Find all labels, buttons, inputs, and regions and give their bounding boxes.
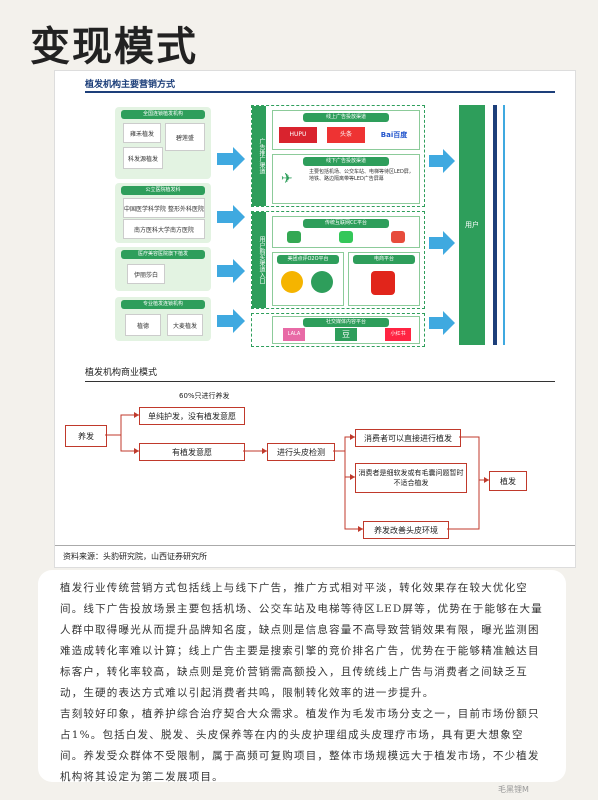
logo-xiaohongshu: 小红书: [385, 328, 411, 341]
paragraph-2: 吉刻较好印象，植养护综合治疗契合大众需求。植发作为毛发市场分支之一，目前市场份额…: [60, 708, 540, 783]
cc-platform-box: 传统互联网CC平台: [272, 216, 420, 248]
logo-lala: LALA: [283, 328, 305, 341]
logo-douban: 豆: [335, 328, 357, 341]
logo-hospital-1: 中国医学科学院 整形外科医院: [123, 198, 205, 218]
logo-yonghe: 雍禾植发: [123, 123, 161, 143]
diagram2-title: 植发机构商业模式: [85, 368, 158, 378]
diagram1-title: 植发机构主要营销方式: [85, 80, 176, 90]
node-e: 消费者是细软发或有毛囊问题暂时不适合植发: [355, 463, 467, 493]
logo-toutiao: 头条: [327, 127, 365, 143]
page-title: 变现模式: [30, 23, 198, 70]
decor-bars: [491, 105, 525, 345]
offline-ads-box: 线下广告投放渠道 主要包括机场、公交车站、电梯等待区LED屏，地铁、路边隔离带等…: [272, 154, 420, 204]
watermark: 毛黑锂M: [498, 785, 529, 794]
logo-kefayuan: 科发源植发: [123, 147, 163, 169]
logo-baidu: Bai百度: [380, 131, 408, 139]
left-group-4: 专业植发连锁机构 植德 大麦植发: [115, 297, 211, 341]
user-box: 用户: [459, 105, 485, 345]
ecommerce-box: 电商平台: [348, 252, 420, 306]
title-underline: [85, 91, 555, 93]
flow-connectors: [105, 412, 489, 532]
left-group-2: 公立医院植发科 中国医学科学院 整形外科医院 南方医科大学南方医院: [115, 183, 211, 243]
source-note: 资料来源：头豹研究院，山西证券研究所: [63, 552, 207, 561]
mid-group-label: 用户购买渠道入口: [252, 212, 266, 308]
meituan-label: 美团点评O2O平台: [277, 255, 339, 264]
logo-elizabeth: 伊丽莎白: [127, 264, 165, 284]
diagram2-underline: [85, 381, 555, 382]
mid-group-purchase: 用户购买渠道入口 传统互联网CC平台 美团点评O2O平台 电商平台: [251, 211, 425, 309]
mid-group-ads: 广告推广渠道 线上广告投放渠道 HUPU 头条 Bai百度 线下广告投放渠道 主…: [251, 105, 425, 207]
social-label: 社交媒体内容平台: [303, 318, 389, 327]
app-icon: [287, 231, 301, 243]
meituan-icon: [281, 271, 303, 293]
node-a: 单纯护发，没有植发意愿: [139, 407, 245, 425]
node-c: 进行头皮检测: [267, 443, 335, 461]
dianping-icon: [311, 271, 333, 293]
node-d: 消费者可以直接进行植发: [355, 429, 461, 447]
logo-bilian: 碧莲盛: [165, 123, 205, 151]
logo-zhide: 植德: [125, 314, 161, 336]
source-divider: [55, 545, 575, 546]
left-group-3: 医疗美容医院旗下植发 伊丽莎白: [115, 247, 211, 291]
mid-group-social: 社交媒体内容平台 LALA 豆 小红书: [251, 313, 425, 347]
left-group-label: 公立医院植发科: [121, 186, 205, 195]
meituan-box: 美团点评O2O平台: [272, 252, 344, 306]
logo-hupu: HUPU: [279, 127, 317, 143]
top-note: 60%只进行养发: [179, 392, 230, 400]
paragraph-1: 植发行业传统营销方式包括线上与线下广告，推广方式相对平淡，转化效果存在较大优化空…: [60, 582, 543, 699]
offline-ads-text: 主要包括机场、公交车站、电梯等待区LED屏，地铁、路边隔离带等LED广告屏幕: [309, 169, 414, 182]
logo-hospital-2: 南方医科大学南方医院: [123, 219, 205, 239]
node-end: 植发: [489, 471, 527, 491]
ecommerce-icon: [371, 271, 395, 295]
social-box: 社交媒体内容平台 LALA 豆 小红书: [272, 316, 420, 344]
body-text-card: 植发行业传统营销方式包括线上与线下广告，推广方式相对平淡，转化效果存在较大优化空…: [38, 570, 566, 783]
app-icon: [391, 231, 405, 243]
plane-icon: ✈: [281, 171, 293, 187]
arrows-right: [429, 149, 455, 335]
node-b: 有植发意愿: [139, 443, 245, 461]
left-group-label: 医疗美容医院旗下植发: [121, 250, 205, 259]
arrows-left: [217, 147, 245, 333]
online-ads-label: 线上广告投放渠道: [303, 113, 389, 122]
ecommerce-label: 电商平台: [353, 255, 415, 264]
node-f: 养发改善头皮环境: [363, 521, 449, 539]
online-ads-box: 线上广告投放渠道 HUPU 头条 Bai百度: [272, 110, 420, 150]
app-icon: [339, 231, 353, 243]
offline-ads-label: 线下广告投放渠道: [303, 157, 389, 166]
node-start: 养发: [65, 425, 107, 447]
mid-group-label: 广告推广渠道: [252, 106, 266, 206]
report-figure: 植发机构主要营销方式 全国连锁植发机构 雍禾植发 碧莲盛 科发源植发 公立医院植…: [54, 70, 576, 568]
cc-platform-label: 传统互联网CC平台: [303, 219, 389, 228]
left-group-label: 专业植发连锁机构: [121, 300, 205, 309]
logo-damai: 大麦植发: [167, 314, 203, 336]
left-group-label: 全国连锁植发机构: [121, 110, 205, 119]
left-group-1: 全国连锁植发机构 雍禾植发 碧莲盛 科发源植发: [115, 107, 211, 179]
